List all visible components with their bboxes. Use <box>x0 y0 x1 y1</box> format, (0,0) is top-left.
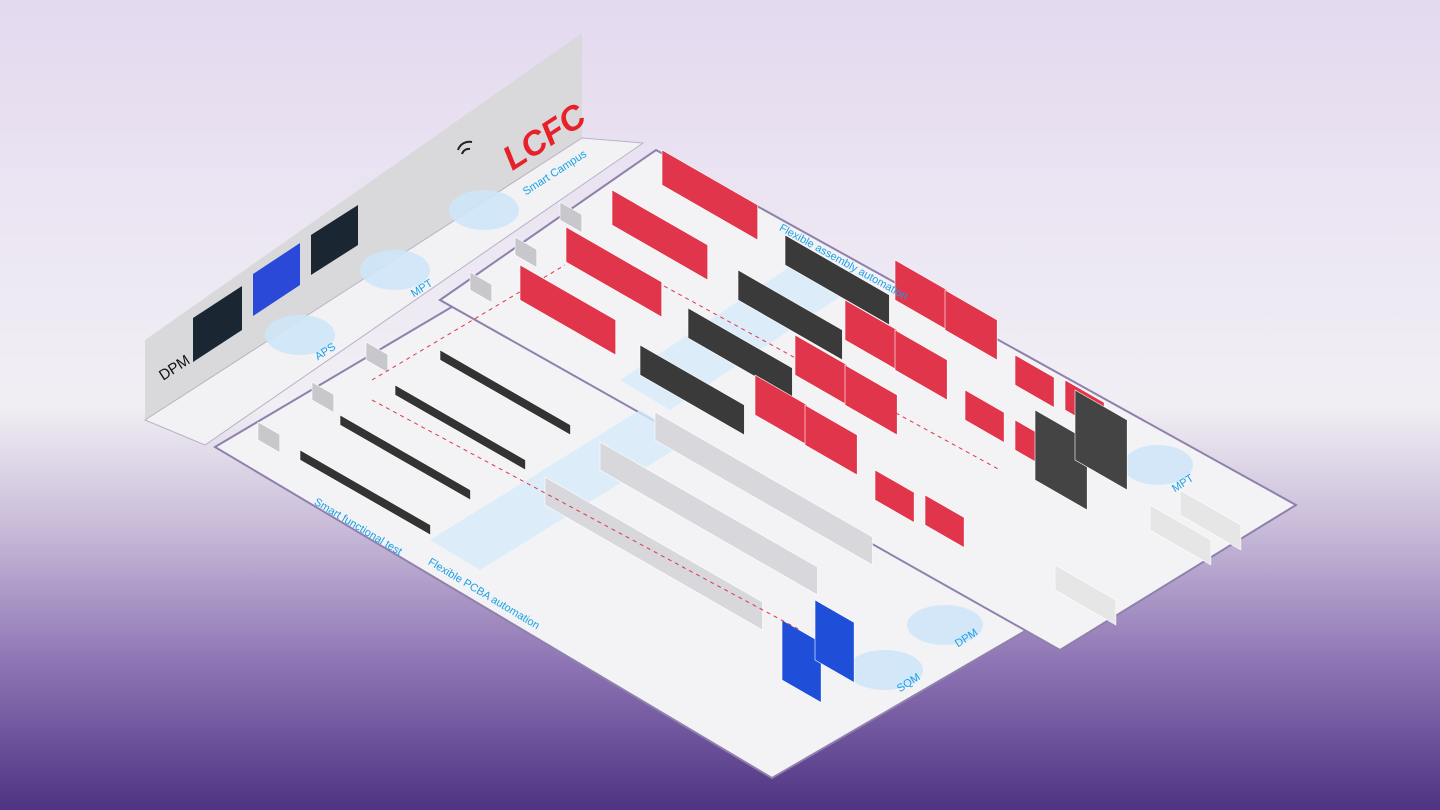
material-stack <box>514 236 538 269</box>
material-stack <box>469 271 493 304</box>
wall-screens <box>193 205 358 362</box>
red-shelf <box>754 374 808 446</box>
red-shelf <box>844 299 898 371</box>
red-shelf <box>894 329 948 401</box>
red-assembly-machine <box>565 226 663 318</box>
red-assembly-machine <box>661 149 759 241</box>
smt-line <box>654 411 873 566</box>
test-line <box>394 384 526 471</box>
test-station <box>1014 354 1055 409</box>
test-line <box>339 414 471 501</box>
truck <box>1149 504 1212 566</box>
assembly-line <box>784 234 890 326</box>
red-assembly-machine <box>519 264 617 356</box>
red-shelf <box>794 334 848 406</box>
red-shelf <box>944 289 998 361</box>
smt-line <box>599 441 818 596</box>
test-station <box>874 469 915 524</box>
material-stack <box>559 201 583 234</box>
material-stack <box>365 341 389 374</box>
top-strip-floor <box>143 137 645 446</box>
back-wall <box>145 33 582 420</box>
truck <box>1179 489 1242 551</box>
wifi-icon <box>457 140 473 155</box>
material-stack <box>257 421 281 454</box>
assembly-line <box>639 344 745 436</box>
test-station <box>964 389 1005 444</box>
test-line <box>299 449 431 536</box>
smt-line <box>544 476 763 631</box>
red-assembly-machine <box>611 189 709 281</box>
test-station <box>924 494 965 549</box>
red-shelf <box>844 364 898 436</box>
storage-rack <box>1074 389 1128 491</box>
red-shelf <box>804 404 858 476</box>
truck <box>1054 564 1117 626</box>
red-shelf <box>894 259 948 331</box>
material-stack <box>311 381 335 414</box>
flow-arrows <box>371 239 1001 631</box>
assembly-line <box>737 269 843 361</box>
blue-rack <box>814 599 855 684</box>
zone-circles <box>265 190 1193 690</box>
test-line <box>439 349 571 436</box>
